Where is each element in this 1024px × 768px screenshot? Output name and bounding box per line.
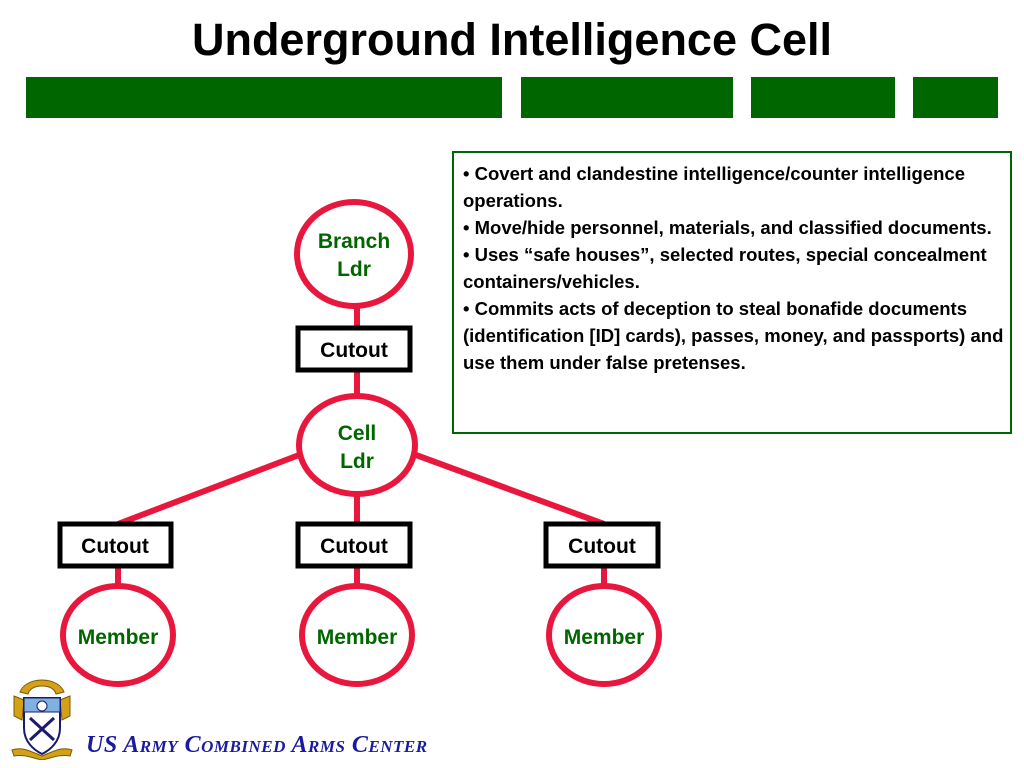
cutout-center: Cutout xyxy=(295,521,413,569)
combined-arms-center-emblem-icon xyxy=(11,679,73,760)
footer-organization-name: US Army Combined Arms Center xyxy=(86,732,428,758)
cutout-top-label: Cutout xyxy=(320,339,388,362)
bullet-item: • Commits acts of deception to steal bon… xyxy=(463,298,1004,373)
title-bar-segment-2 xyxy=(521,77,733,118)
connector-cell-right xyxy=(414,452,606,527)
cutout-right-label: Cutout xyxy=(568,535,636,558)
cell-leader-label-line1: Cell xyxy=(338,422,377,445)
cell-leader-label-line2: Ldr xyxy=(340,450,374,473)
member-left-label: Member xyxy=(78,626,159,649)
bullet-text-box: • Covert and clandestine intelligence/co… xyxy=(452,151,1012,434)
title-bar-segment-1 xyxy=(26,77,502,118)
cutout-left-label: Cutout xyxy=(81,535,149,558)
cutout-right: Cutout xyxy=(543,521,661,569)
bullet-item: • Covert and clandestine intelligence/co… xyxy=(463,163,965,211)
branch-leader-node: Branch Ldr xyxy=(294,199,414,309)
member-right-label: Member xyxy=(564,626,645,649)
connector-cell-left xyxy=(116,452,301,527)
branch-leader-label-line1: Branch xyxy=(318,230,390,253)
cutout-top: Cutout xyxy=(295,325,413,373)
cutout-left: Cutout xyxy=(57,521,174,569)
bullet-item: • Move/hide personnel, materials, and cl… xyxy=(463,217,992,238)
member-right-node: Member xyxy=(546,583,662,687)
member-left-node: Member xyxy=(60,583,176,687)
branch-leader-label-line2: Ldr xyxy=(337,258,371,281)
bullet-item: • Uses “safe houses”, selected routes, s… xyxy=(463,244,987,292)
member-center-node: Member xyxy=(299,583,415,687)
slide-title: Underground Intelligence Cell xyxy=(191,14,833,65)
title-bar-segment-4 xyxy=(913,77,998,118)
cutout-center-label: Cutout xyxy=(320,535,388,558)
cell-leader-node: Cell Ldr xyxy=(296,393,418,497)
member-center-label: Member xyxy=(317,626,398,649)
title-bar-segment-3 xyxy=(751,77,895,118)
